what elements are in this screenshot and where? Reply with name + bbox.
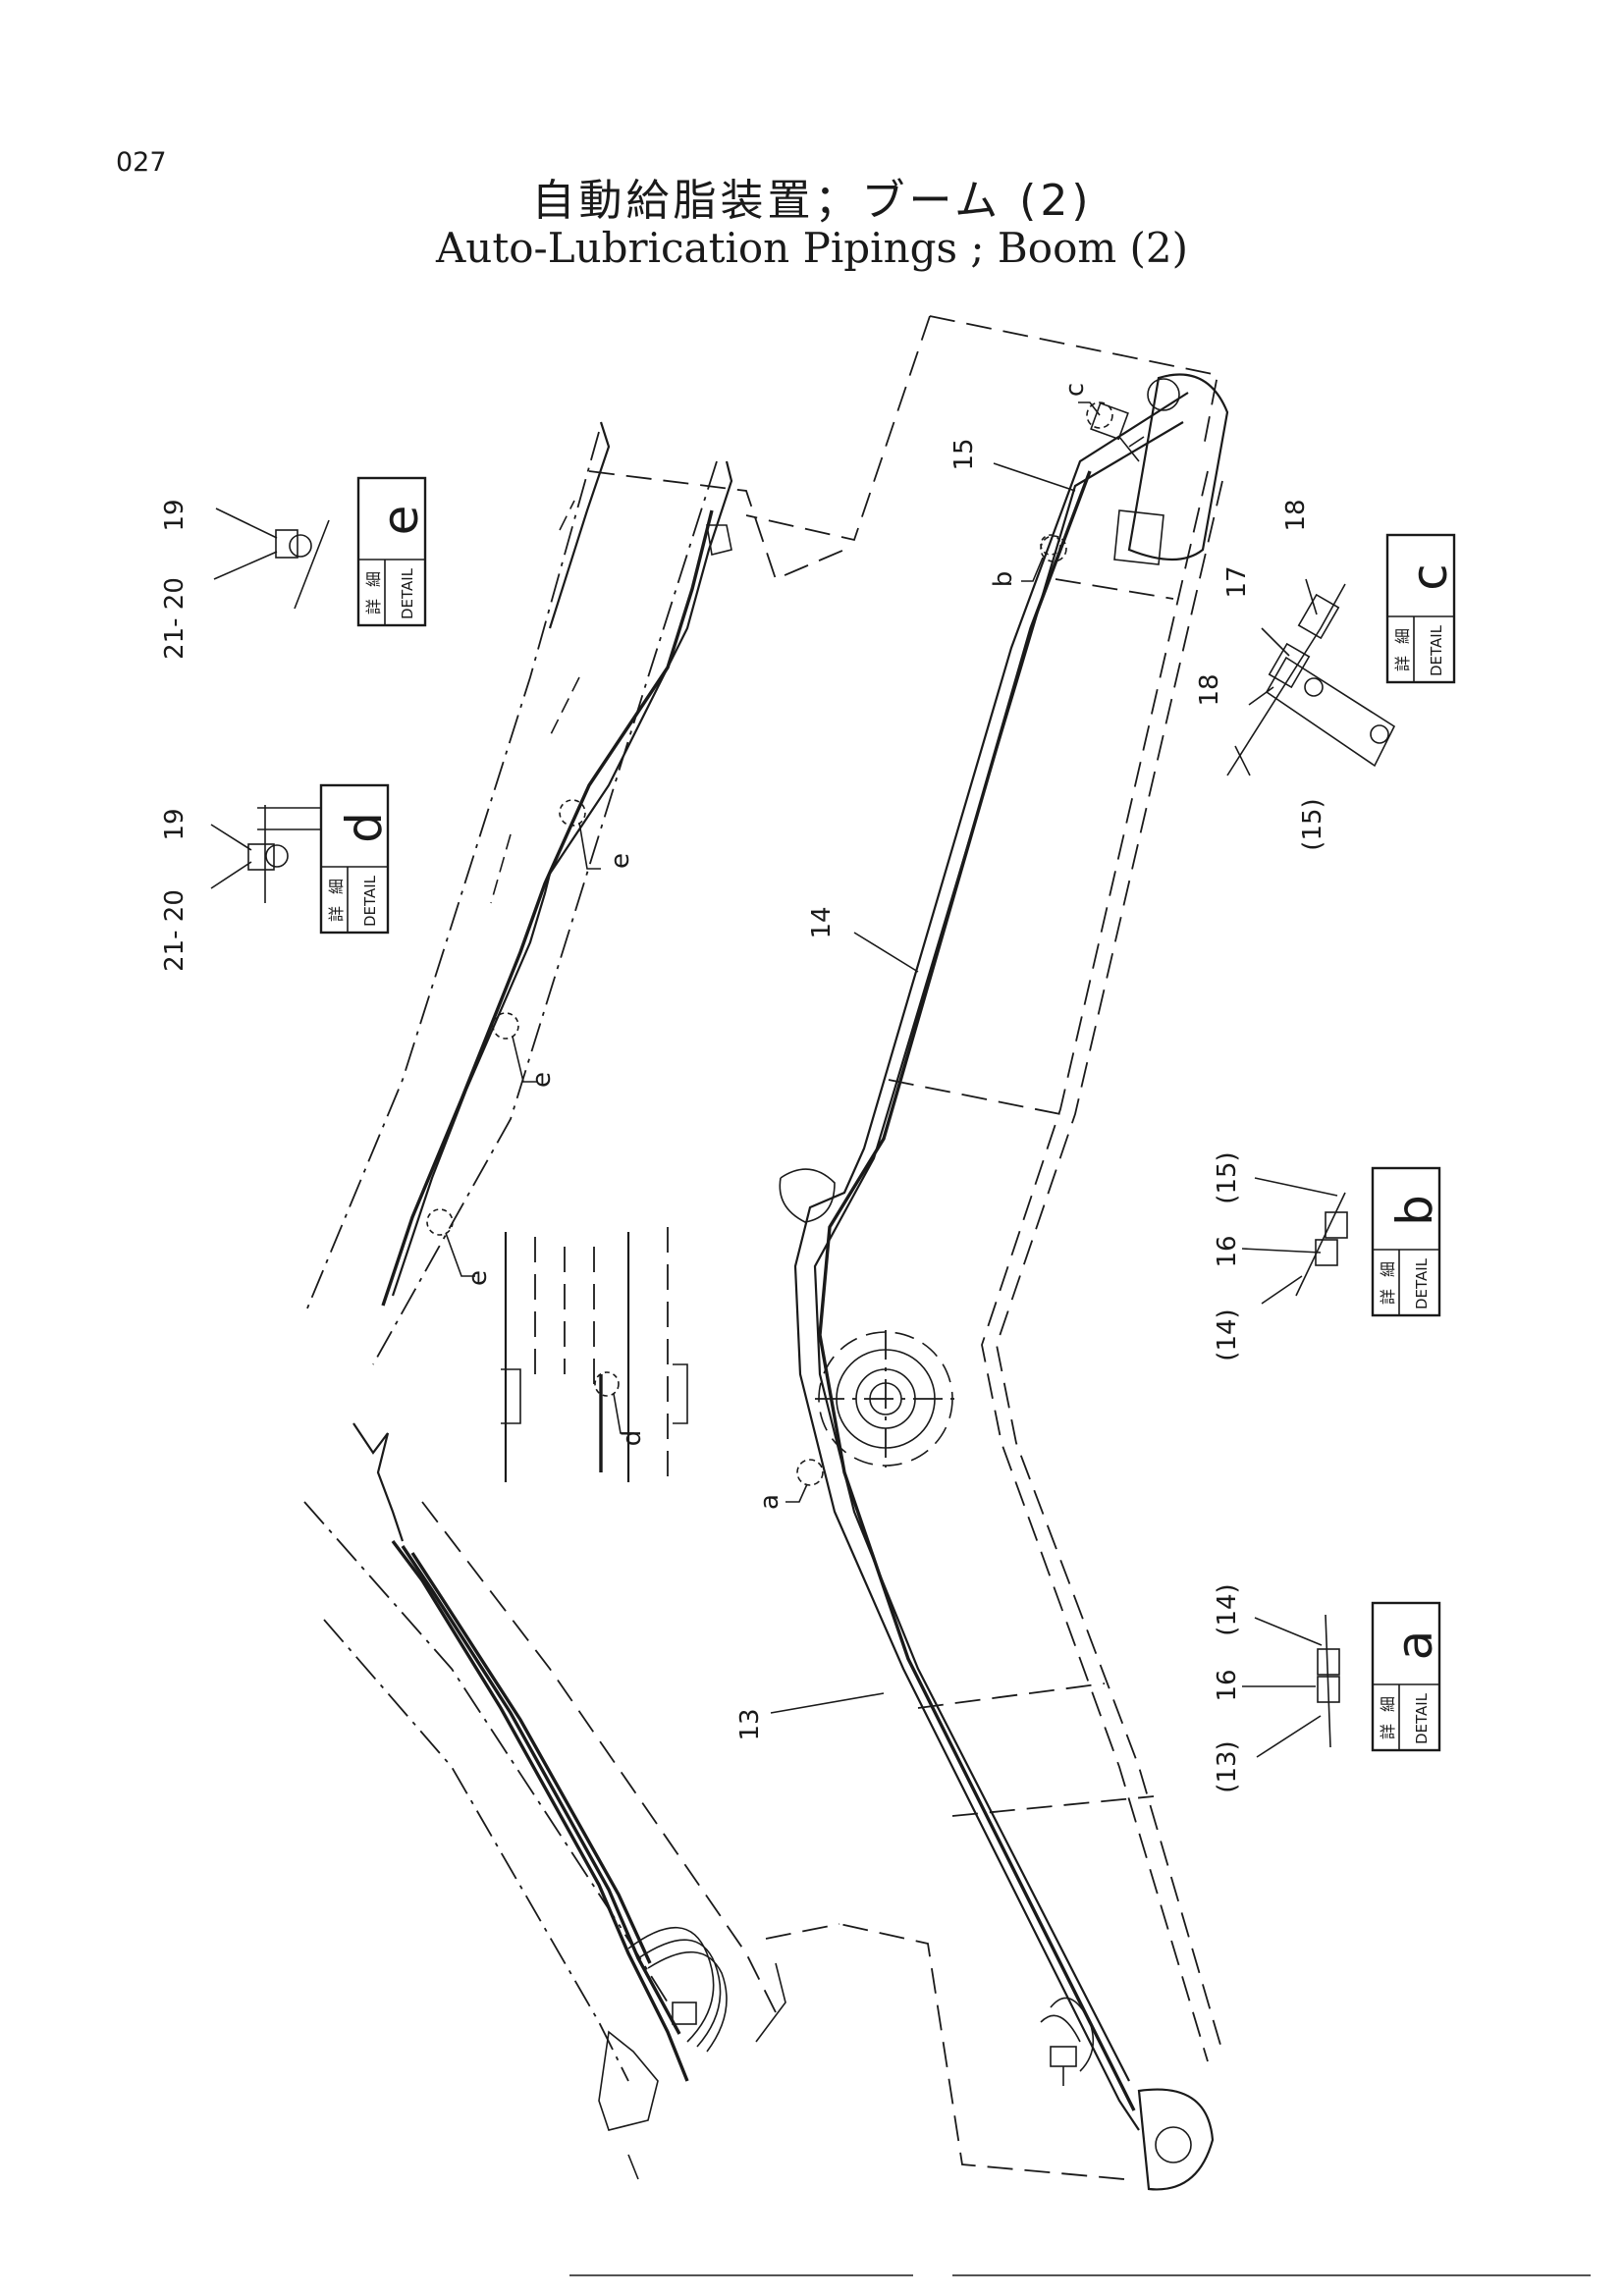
detail-d-jp-top: 詳 [327,906,346,922]
detail-a-jp-bottom: 細 [1379,1696,1397,1712]
boom-main-view [745,315,1229,2191]
detail-e-letter: e [372,506,429,536]
detail-d-jp-bottom: 細 [327,879,346,894]
detail-a-label-14: (14) [1213,1583,1242,1635]
detail-d [210,783,390,934]
detail-c-pipe-15: (15) [1298,798,1327,850]
manifold-view [303,1422,840,2180]
detail-c-part-18-upper: 18 [1281,499,1311,531]
title-japanese: 自動給脂装置；ブーム (2) [531,176,1093,226]
detail-b-letter: b [1386,1195,1443,1226]
ref-label-e-2: e [527,1072,557,1088]
detail-c [1226,533,1456,776]
detail-c-en: DETAIL [1428,624,1445,676]
detail-e-jp-top: 詳 [364,599,383,614]
detail-b-jp-top: 詳 [1379,1289,1397,1305]
arm-pipe-view [303,421,845,1365]
detail-c-part-17: 17 [1222,565,1252,598]
detail-c-letter: c [1401,563,1458,591]
part-label-13: 13 [735,1708,765,1740]
detail-c-part-18-lower: 18 [1195,673,1224,706]
detail-e-part-21-20: 21- 20 [160,577,189,660]
part-label-15: 15 [949,438,979,470]
title-english: Auto-Lubrication Pipings ; Boom (2) [435,224,1189,272]
ref-label-a: a [755,1494,785,1510]
detail-b-jp-bottom: 細 [1379,1261,1397,1277]
detail-b-en: DETAIL [1413,1257,1431,1309]
ref-label-e-1: e [606,853,635,869]
page-number: 027 [116,147,167,178]
detail-a [1242,1601,1441,1758]
detail-a-en: DETAIL [1413,1692,1431,1744]
detail-a-label-13: (13) [1213,1740,1242,1792]
ref-label-e-3: e [463,1270,493,1286]
detail-b-label-16: 16 [1213,1235,1242,1267]
detail-d-part-19: 19 [160,808,189,840]
detail-e-part-19: 19 [160,499,189,531]
detail-e [213,476,427,627]
detail-b-label-14: (14) [1213,1308,1242,1361]
detail-e-en: DETAIL [399,567,416,619]
detail-e-jp-bottom: 細 [364,571,383,587]
detail-a-letter: a [1386,1630,1443,1661]
detail-c-jp-top: 詳 [1393,656,1412,671]
detail-d-letter: d [336,812,393,843]
ref-label-b: b [989,571,1018,588]
detail-a-jp-top: 詳 [1379,1724,1397,1739]
ref-label-d: d [618,1430,647,1447]
detail-b [1241,1166,1441,1317]
detail-d-part-21-20: 21- 20 [160,889,189,972]
part-label-14: 14 [807,906,837,938]
detail-b-label-15: (15) [1213,1151,1242,1203]
boom-section-view [501,1227,688,1482]
detail-a-label-16: 16 [1213,1669,1242,1701]
detail-d-en: DETAIL [361,875,379,927]
detail-c-jp-bottom: 細 [1393,628,1412,644]
ref-label-c: c [1060,383,1090,397]
